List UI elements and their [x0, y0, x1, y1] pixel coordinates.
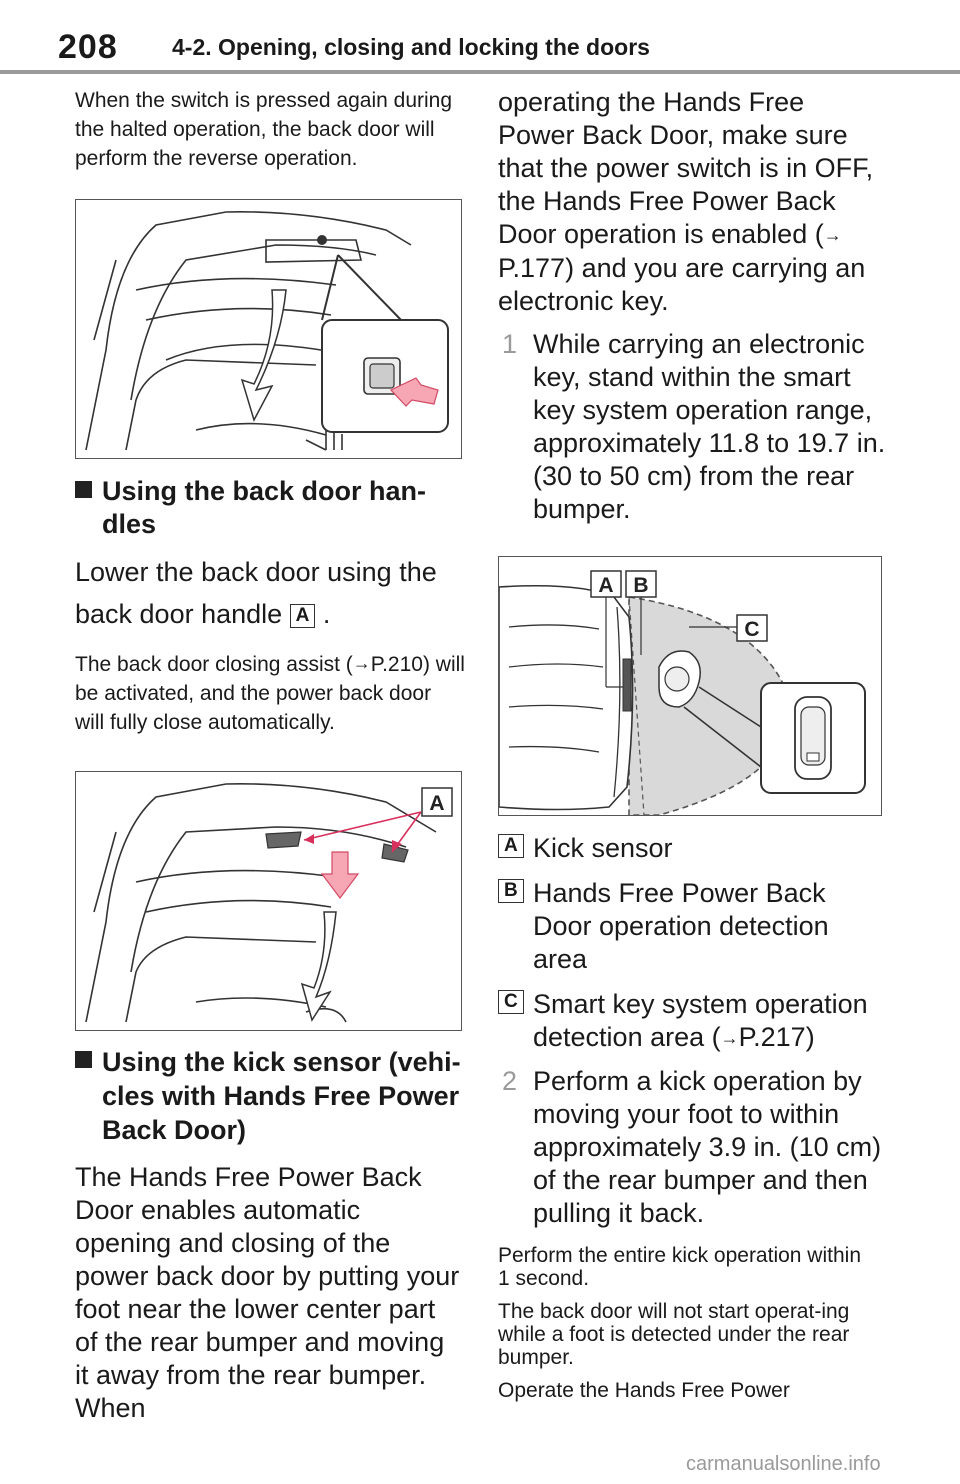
kick-sensor-area-illustration: A B C — [499, 570, 866, 815]
operation-precondition: operating the Hands Free Power Back Door… — [498, 87, 874, 316]
legend-label-a: A — [498, 834, 524, 858]
right-column: operating the Hands Free Power Back Door… — [498, 86, 888, 1402]
back-door-handle-illustration: A — [85, 783, 453, 1023]
bullet-square-icon — [75, 481, 92, 498]
page-header: 208 4-2. Opening, closing and locking th… — [0, 0, 960, 76]
bullet-square-icon — [75, 1051, 92, 1068]
figure-label-a: A — [598, 574, 613, 597]
step-number: 2 — [502, 1066, 518, 1096]
operate-note: Operate the Hands Free Power — [498, 1379, 790, 1402]
closing-assist-note: The back door closing assist (→P.210) wi… — [75, 649, 465, 737]
back-door-switch-illustration — [85, 211, 449, 451]
watermark: carmanualsonline.info — [686, 1453, 881, 1475]
left-column: When the switch is pressed again during … — [75, 86, 465, 1425]
legend-item-detection-area: B Hands Free Power Back Door operation d… — [498, 877, 888, 976]
legend-label-b: B — [498, 879, 524, 903]
section-heading-handles: Using the back door han-dles — [75, 475, 465, 541]
back-door-switch-figure — [75, 199, 462, 459]
page-reference-link[interactable]: P.177 — [498, 253, 566, 283]
step-1-text: While carrying an electronic key, stand … — [533, 329, 886, 524]
step-number: 1 — [502, 329, 518, 359]
page-reference-link[interactable]: P.217 — [738, 1022, 806, 1052]
page-reference-link[interactable]: P.210 — [370, 653, 423, 676]
label-a-inline: A — [289, 603, 316, 628]
kick-sensor-description: The Hands Free Power Back Door enables a… — [75, 1162, 460, 1423]
section-heading-kick-sensor: Using the kick sensor (vehi-cles with Ha… — [75, 1045, 465, 1147]
step-2-text: Perform a kick operation by moving your … — [533, 1066, 882, 1228]
figure-legend: A Kick sensor B Hands Free Power Back Do… — [498, 832, 888, 1055]
handle-instruction: Lower the back door using the back door … — [75, 557, 437, 629]
reference-arrow-icon: → — [823, 225, 842, 245]
step-2: 2 Perform a kick operation by moving you… — [498, 1065, 888, 1230]
legend-item-kick-sensor: A Kick sensor — [498, 832, 888, 865]
back-door-handle-figure: A — [75, 771, 462, 1031]
reference-arrow-icon: → — [720, 1028, 739, 1048]
page-number: 208 — [58, 28, 118, 66]
legend-item-smart-key-area: C Smart key system operation detection a… — [498, 988, 888, 1055]
kick-timing-note: Perform the entire kick operation within… — [498, 1244, 861, 1290]
figure-label-b: B — [633, 574, 648, 597]
step-1: 1 While carrying an electronic key, stan… — [498, 328, 888, 526]
header-divider — [0, 70, 960, 74]
figure-label-a: A — [429, 792, 444, 815]
reverse-operation-note: When the switch is pressed again during … — [75, 89, 453, 170]
kick-sensor-area-figure: A B C — [498, 556, 882, 816]
legend-label-c: C — [498, 990, 524, 1014]
figure-label-c: C — [744, 618, 759, 641]
reference-arrow-icon: → — [352, 653, 371, 673]
section-title: 4-2. Opening, closing and locking the do… — [172, 34, 650, 60]
foot-detected-note: The back door will not start operat-ing … — [498, 1300, 850, 1369]
